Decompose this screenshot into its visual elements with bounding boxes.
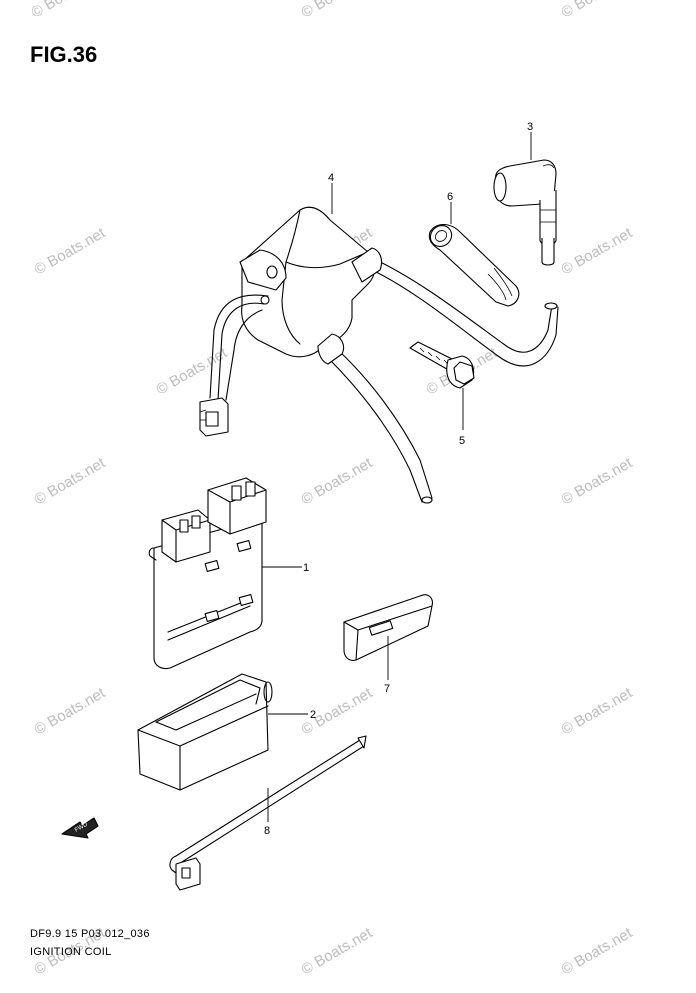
fwd-arrow-icon: FWD bbox=[61, 817, 99, 839]
protector-part-6 bbox=[428, 223, 520, 307]
watermark: © Boats.net bbox=[299, 0, 376, 21]
ignition-module-part-1 bbox=[148, 477, 267, 670]
callout-5: 5 bbox=[459, 435, 465, 447]
callout-8: 8 bbox=[264, 825, 270, 837]
callout-1: 1 bbox=[303, 562, 309, 574]
watermark: © Boats.net bbox=[299, 454, 376, 508]
callout-7: 7 bbox=[384, 683, 390, 695]
callout-3: 3 bbox=[527, 121, 533, 133]
watermark: © Boats.net bbox=[32, 684, 109, 738]
figure-title: FIG.36 bbox=[30, 42, 98, 67]
watermark: © Boats.net bbox=[299, 924, 376, 978]
watermark: © Boats.net bbox=[29, 0, 106, 21]
footer-name: IGNITION COIL bbox=[30, 946, 112, 958]
watermark: © Boats.net bbox=[559, 0, 636, 21]
bolt-part-5 bbox=[409, 341, 475, 389]
holder-part-2 bbox=[137, 673, 273, 791]
callout-labels: 1 2 3 4 5 6 7 8 bbox=[264, 121, 533, 837]
watermark: © Boats.net bbox=[559, 684, 636, 738]
plug-cap-part-3 bbox=[493, 159, 557, 266]
watermark: © Boats.net bbox=[32, 454, 109, 508]
callout-4: 4 bbox=[328, 172, 334, 184]
watermark-layer: © Boats.net © Boats.net © Boats.net © Bo… bbox=[29, 0, 636, 978]
ignition-coil-part-4 bbox=[199, 206, 559, 504]
watermark: © Boats.net bbox=[559, 924, 636, 978]
callout-6: 6 bbox=[447, 191, 453, 203]
callout-2: 2 bbox=[310, 709, 316, 721]
footer-code: DF9.9 15 P03 012_036 bbox=[30, 928, 150, 940]
leader-lines bbox=[262, 132, 532, 822]
clamp-part-7 bbox=[343, 594, 433, 661]
watermark: © Boats.net bbox=[559, 454, 636, 508]
watermark: © Boats.net bbox=[32, 224, 109, 278]
watermark: © Boats.net bbox=[559, 224, 636, 278]
